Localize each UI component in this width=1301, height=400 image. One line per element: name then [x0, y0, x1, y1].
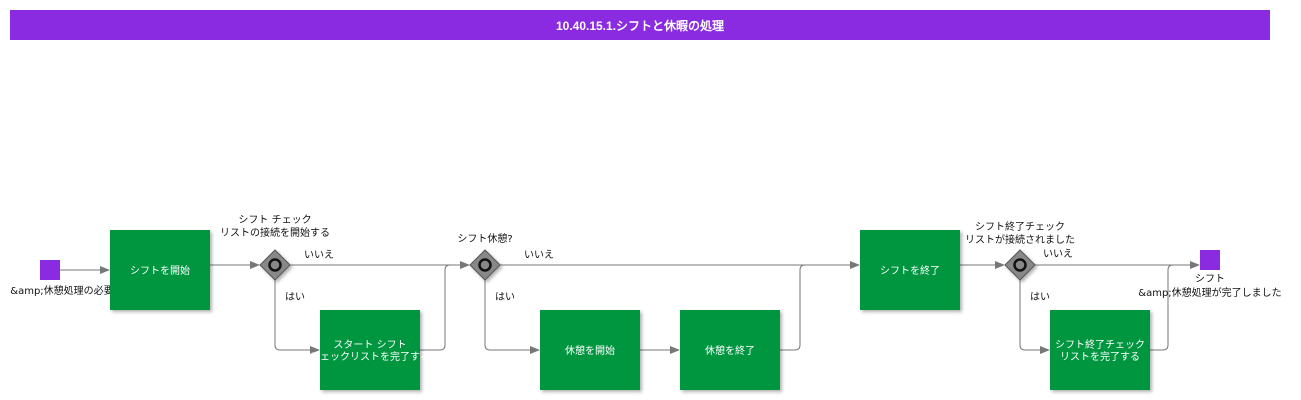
- diagram-title: 10.40.15.1.シフトと休暇の処理: [10, 10, 1270, 40]
- task-complete-start-checklist-label-1: スタート シフト: [333, 339, 406, 351]
- edge-g2-yes: [484, 280, 540, 354]
- task-start-break[interactable]: 休憩を開始: [540, 310, 640, 390]
- task-start-shift-label: シフトを開始: [130, 264, 190, 277]
- end-event-label-2: &amp;休憩処理が完了しました: [1138, 286, 1281, 299]
- gateway-g1-label-1: シフト チェック: [238, 214, 311, 226]
- gateway-g1-label-2: リストの接続を開始する: [220, 226, 330, 239]
- end-event[interactable]: シフト &amp;休憩処理が完了しました: [1138, 250, 1282, 299]
- task-end-shift-label: シフトを終了: [880, 264, 940, 277]
- task-start-shift[interactable]: シフトを開始: [110, 230, 210, 310]
- start-event[interactable]: &amp;休憩処理の必要: [10, 260, 114, 297]
- gateway-g2-label: シフト休憩?: [457, 232, 512, 245]
- task-complete-start-checklist-label-2: チェックリストを完了する: [310, 350, 430, 363]
- edge-end-checklist-merge: [1150, 264, 1174, 351]
- edge-label-g3-no: いいえ: [1043, 248, 1073, 260]
- task-start-break-label: 休憩を開始: [565, 344, 615, 357]
- edge-g3-yes: [1019, 280, 1050, 354]
- task-complete-start-checklist[interactable]: スタート シフト チェックリストを完了する: [310, 310, 430, 390]
- task-complete-end-checklist-label-2: リストを完了する: [1060, 350, 1140, 363]
- edge-label-g1-no: いいえ: [304, 249, 334, 261]
- task-complete-end-checklist-label-1: シフト終了チェック: [1055, 338, 1145, 351]
- gateway-g3-circle-icon: [1013, 258, 1027, 272]
- start-event-label: &amp;休憩処理の必要: [10, 284, 113, 297]
- gateway-g2-circle-icon: [478, 258, 492, 272]
- task-end-break[interactable]: 休憩を終了: [680, 310, 780, 390]
- gateway-g1-circle-icon: [268, 258, 282, 272]
- edges: [60, 261, 1200, 354]
- gateway-g3-label-2: リストが接続されました: [965, 233, 1075, 246]
- task-complete-end-checklist[interactable]: シフト終了チェック リストを完了する: [1050, 310, 1150, 390]
- edge-label-g2-no: いいえ: [524, 249, 554, 261]
- gateway-g3[interactable]: シフト終了チェック リストが接続されました: [965, 220, 1075, 281]
- edge-g1-yes: [274, 280, 320, 354]
- edge-label-g3-yes: はい: [1030, 291, 1050, 303]
- gateway-g3-label-1: シフト終了チェック: [975, 220, 1065, 233]
- task-end-break-label: 休憩を終了: [705, 344, 755, 357]
- edge-end-break-merge: [780, 264, 806, 351]
- end-event-label-1: シフト: [1195, 274, 1225, 285]
- gateway-g2[interactable]: シフト休憩?: [457, 232, 513, 281]
- task-end-shift[interactable]: シフトを終了: [860, 230, 960, 310]
- edge-label-g2-yes: はい: [495, 291, 515, 303]
- edge-label-g1-yes: はい: [285, 291, 305, 303]
- gateway-g1[interactable]: シフト チェック リストの接続を開始する: [220, 214, 330, 281]
- edge-checklist-to-g2: [420, 264, 451, 351]
